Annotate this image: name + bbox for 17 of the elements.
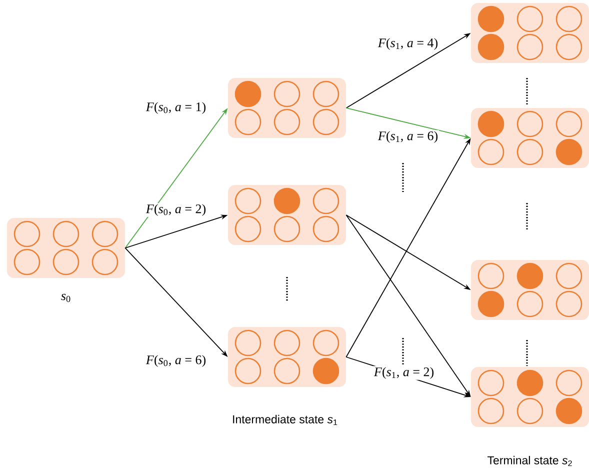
state-label: s$_{0}$ <box>61 294 70 302</box>
state-box <box>471 3 589 63</box>
edge-label: F(s$_{1}$, a = 4) <box>376 37 440 51</box>
caption-text: Terminal state s$_{2}$ <box>488 456 572 466</box>
state-box <box>471 367 589 427</box>
state-box <box>228 327 346 387</box>
edge-label: F(s$_{1}$, a = 6) <box>376 130 440 144</box>
edge-label: F(s$_{1}$, a = 2) <box>372 366 436 380</box>
state-box <box>228 78 346 138</box>
edge-label: F(s$_{0}$, a = 2) <box>144 203 208 217</box>
caption-text: Intermediate state s$_{1}$ <box>233 414 338 426</box>
edge-label: F(s$_{0}$, a = 1) <box>144 101 208 115</box>
state-box <box>471 260 589 320</box>
state-box <box>7 218 125 278</box>
edge-label: F(s$_{0}$, a = 6) <box>144 354 208 368</box>
state-box <box>471 108 589 168</box>
state-box <box>228 185 346 245</box>
